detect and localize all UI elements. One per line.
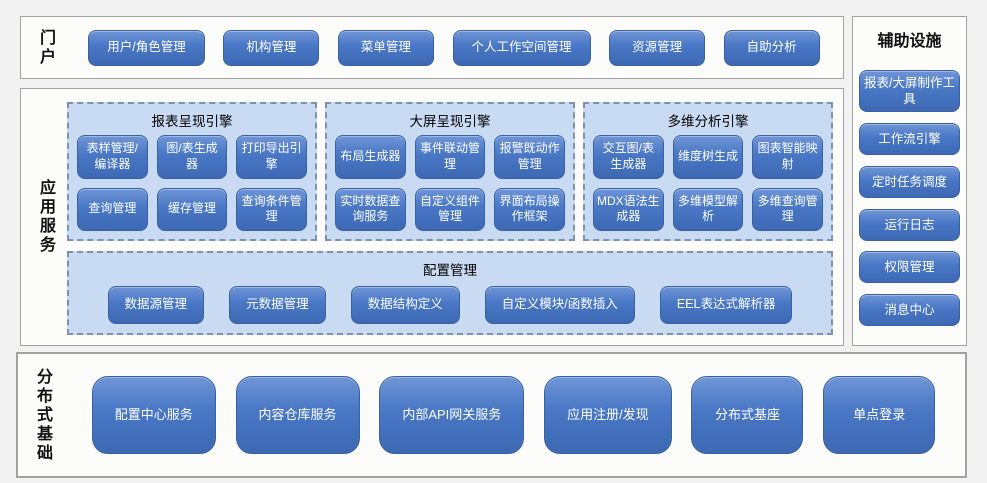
dashboard-engine-button-0[interactable]: 布局生成器 (335, 135, 406, 179)
config-management-panel: 配置管理 数据源管理元数据管理数据结构定义自定义模块/函数插入 EEL表达式解析器 (67, 251, 833, 335)
app-services-section: 应用服务 报表呈现引擎 表样管理/编译器图/表生成器打印导出引擎查询管理缓存管理… (20, 88, 844, 346)
auxiliary-button-0[interactable]: 报表/大屏制作工具 (859, 69, 960, 113)
report-engine-button-4[interactable]: 缓存管理 (156, 187, 228, 231)
auxiliary-button-4[interactable]: 权限管理 (859, 251, 960, 284)
portal-button-4[interactable]: 资源管理 (609, 29, 706, 66)
portal-button-1[interactable]: 机构管理 (223, 29, 320, 66)
auxiliary-button-1[interactable]: 工作流引擎 (859, 123, 960, 156)
config-button-3[interactable]: 自定义模块/函数插入 (484, 285, 635, 324)
dashboard-engine-panel: 大屏呈现引擎 布局生成器事件联动管理报警既动作管理实时数据查询服务自定义组件管理… (325, 102, 575, 241)
report-engine-button-1[interactable]: 图/表生成器 (156, 135, 228, 179)
olap-engine-button-1[interactable]: 维度树生成 (672, 135, 744, 179)
engine-panels-row: 报表呈现引擎 表样管理/编译器图/表生成器打印导出引擎查询管理缓存管理查询条件管… (67, 102, 833, 241)
portal-section: 门户 用户/角色管理机构管理菜单管理个人工作空间管理资源管理自助分析 (20, 16, 844, 79)
report-engine-button-0[interactable]: 表样管理/编译器 (77, 135, 148, 179)
config-button-0[interactable]: 数据源管理 (107, 285, 205, 324)
foundation-button-4[interactable]: 分布式基座 (691, 376, 804, 454)
olap-engine-panel: 多维分析引擎 交互图/表生成器维度树生成图表智能映射 MDX语法生成器多维模型解析… (583, 102, 833, 241)
config-button-4[interactable]: EEL表达式解析器 (659, 285, 793, 324)
dashboard-engine-grid: 布局生成器事件联动管理报警既动作管理实时数据查询服务自定义组件管理界面布局操作框… (335, 135, 565, 231)
olap-engine-button-4[interactable]: 多维模型解析 (672, 187, 744, 231)
olap-engine-button-0[interactable]: 交互图/表生成器 (593, 135, 664, 179)
dashboard-engine-button-3[interactable]: 实时数据查询服务 (335, 187, 406, 231)
foundation-section: 分布式基础 配置中心服务内容仓库服务内部API网关服务应用注册/发现分布式基座单… (16, 352, 967, 478)
config-management-title: 配置管理 (423, 263, 477, 278)
foundation-section-label: 分布式基础 (34, 367, 51, 463)
foundation-button-0[interactable]: 配置中心服务 (91, 376, 216, 454)
auxiliary-button-3[interactable]: 运行日志 (859, 208, 960, 241)
portal-button-2[interactable]: 菜单管理 (337, 29, 434, 66)
report-engine-button-2[interactable]: 打印导出引擎 (236, 135, 307, 179)
portal-button-3[interactable]: 个人工作空间管理 (452, 29, 591, 66)
auxiliary-section: 辅助设施 报表/大屏制作工具工作流引擎定时任务调度运行日志权限管理消息中心 (852, 16, 967, 346)
config-button-2[interactable]: 数据结构定义 (350, 285, 460, 324)
foundation-button-5[interactable]: 单点登录 (823, 376, 936, 454)
olap-engine-button-3[interactable]: MDX语法生成器 (593, 187, 664, 231)
report-engine-panel: 报表呈现引擎 表样管理/编译器图/表生成器打印导出引擎查询管理缓存管理查询条件管… (67, 102, 317, 241)
portal-button-5[interactable]: 自助分析 (723, 29, 820, 66)
foundation-button-row: 配置中心服务内容仓库服务内部API网关服务应用注册/发现分布式基座单点登录 (62, 354, 965, 476)
report-engine-button-5[interactable]: 查询条件管理 (236, 187, 307, 231)
foundation-button-1[interactable]: 内容仓库服务 (235, 376, 360, 454)
foundation-button-3[interactable]: 应用注册/发现 (544, 376, 672, 454)
report-engine-button-3[interactable]: 查询管理 (77, 187, 148, 231)
auxiliary-button-2[interactable]: 定时任务调度 (859, 165, 960, 198)
portal-section-label: 门户 (37, 28, 54, 67)
dashboard-engine-button-1[interactable]: 事件联动管理 (414, 135, 486, 179)
olap-engine-button-2[interactable]: 图表智能映射 (752, 135, 823, 179)
config-button-1[interactable]: 元数据管理 (229, 285, 326, 324)
portal-button-0[interactable]: 用户/角色管理 (88, 29, 205, 66)
dashboard-engine-button-4[interactable]: 自定义组件管理 (414, 187, 486, 231)
olap-engine-grid: 交互图/表生成器维度树生成图表智能映射 MDX语法生成器多维模型解析多维查询管理 (593, 135, 823, 231)
dashboard-engine-button-2[interactable]: 报警既动作管理 (494, 135, 565, 179)
olap-engine-button-5[interactable]: 多维查询管理 (752, 187, 823, 231)
app-services-content: 报表呈现引擎 表样管理/编译器图/表生成器打印导出引擎查询管理缓存管理查询条件管… (65, 89, 843, 345)
dashboard-engine-title: 大屏呈现引擎 (409, 114, 491, 129)
report-engine-grid: 表样管理/编译器图/表生成器打印导出引擎查询管理缓存管理查询条件管理 (77, 135, 307, 231)
auxiliary-button-5[interactable]: 消息中心 (859, 294, 960, 327)
dashboard-engine-button-5[interactable]: 界面布局操作框架 (494, 187, 565, 231)
auxiliary-button-column: 报表/大屏制作工具工作流引擎定时任务调度运行日志权限管理消息中心 (853, 57, 966, 345)
auxiliary-section-label: 辅助设施 (877, 33, 942, 50)
report-engine-title: 报表呈现引擎 (151, 114, 233, 129)
olap-engine-title: 多维分析引擎 (667, 114, 749, 129)
app-services-section-label: 应用服务 (37, 179, 54, 255)
foundation-button-2[interactable]: 内部API网关服务 (379, 376, 525, 454)
portal-button-row: 用户/角色管理机构管理菜单管理个人工作空间管理资源管理自助分析 (65, 17, 843, 78)
config-button-row: 数据源管理元数据管理数据结构定义自定义模块/函数插入 EEL表达式解析器 (77, 284, 823, 325)
